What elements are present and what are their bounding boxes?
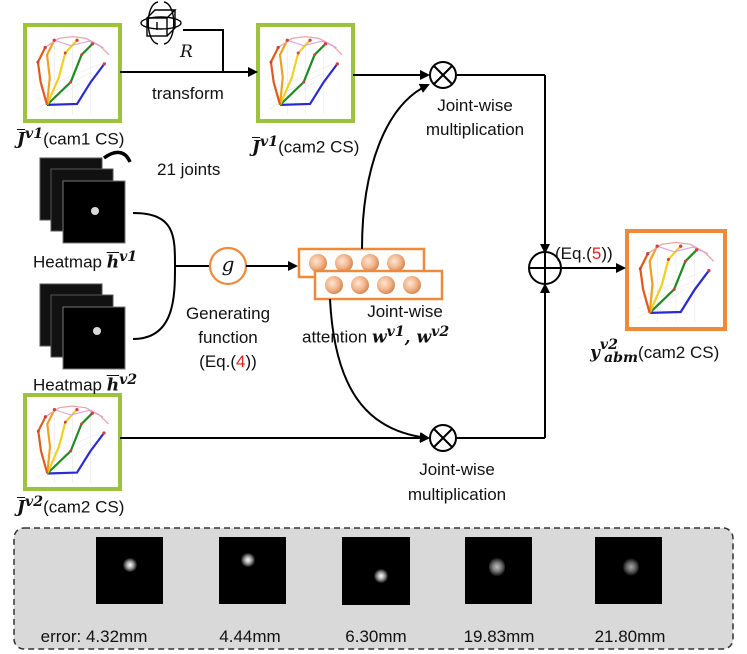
multiply-circle-icon	[429, 424, 457, 452]
generating-line2: function	[198, 328, 258, 347]
heatmap-v1-stack	[39, 157, 126, 244]
pose-cam2-transformed-thumbnail	[256, 23, 355, 123]
attention-to-bottom-multiply	[329, 298, 430, 443]
example-error-1: error: 4.32mm	[40, 627, 148, 646]
rotation-connector	[183, 29, 224, 72]
transform-label: transform	[152, 84, 224, 103]
example-error-5: 21.80mm	[594, 627, 666, 646]
multiply-circle-icon	[429, 61, 457, 89]
bottom-mult-line1: Joint-wise	[419, 460, 495, 479]
example-error-2: 4.44mm	[219, 627, 281, 646]
generating-line1: Generating	[185, 304, 271, 323]
merge-brace-bottom	[132, 265, 176, 340]
add-circle-icon	[528, 251, 562, 285]
example-heatmap-4	[465, 537, 532, 604]
heatmap-v2-stack	[39, 283, 126, 370]
attention-line1: Joint-wise	[367, 302, 443, 321]
pose-v2-thumbnail	[23, 393, 122, 491]
example-heatmap-2	[219, 537, 286, 604]
joints-brace	[102, 150, 132, 163]
merge-brace-top	[132, 212, 205, 267]
generating-eq: (Eq.(4))	[199, 352, 257, 371]
rotation-label: R	[180, 42, 193, 62]
rotation-cube-icon	[140, 1, 182, 45]
example-error-3: 6.30mm	[345, 627, 407, 646]
heatmap-v2-caption: Heatmap hv2	[33, 372, 138, 396]
example-heatmap-1	[96, 537, 163, 604]
example-error-4: 19.83mm	[463, 627, 535, 646]
attention-to-top-multiply	[361, 83, 430, 250]
pose-v2-caption: Jv2(cam2 CS)	[17, 494, 125, 518]
output-pose-thumbnail	[625, 229, 727, 331]
pose-cam1-thumbnail	[23, 23, 122, 123]
attention-line2: attention wv1, wv2	[302, 324, 450, 348]
eq5-label: (Eq.(5))	[555, 244, 613, 263]
output-caption: yv2abm(cam2 CS)	[590, 337, 720, 367]
g-label: g	[221, 252, 235, 276]
example-heatmap-3	[342, 537, 410, 605]
example-heatmap-5	[595, 537, 662, 604]
attention-weights-icon	[297, 247, 444, 301]
top-mult-line1: Joint-wise	[437, 96, 513, 115]
top-mult-line2: multiplication	[425, 120, 525, 139]
joints-label: 21 joints	[157, 160, 221, 179]
bottom-mult-line2: multiplication	[407, 485, 507, 504]
heatmap-v1-caption: Heatmap hv1	[33, 249, 138, 273]
j-bar-symbol: J	[17, 129, 26, 150]
pose-cam2-caption: Jv1(cam2 CS)	[252, 134, 360, 158]
pose-cam1-caption: Jv1(cam1 CS)	[17, 126, 125, 150]
